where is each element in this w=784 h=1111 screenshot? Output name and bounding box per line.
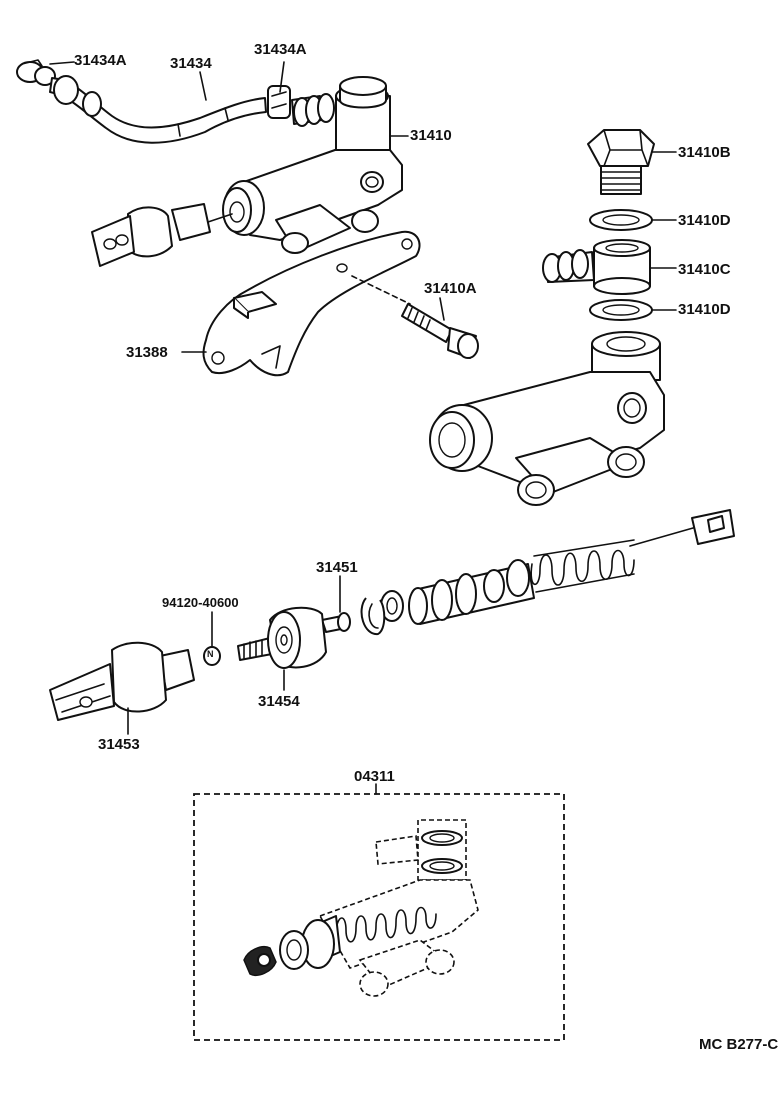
reservoir-hose	[49, 75, 267, 144]
spring-rod	[629, 509, 735, 547]
gasket-upper	[589, 209, 653, 231]
repair-kit-contents	[243, 819, 479, 997]
clevis	[49, 641, 195, 721]
nut-glyph: N	[207, 649, 214, 659]
snap-ring	[360, 590, 404, 636]
label-hose-clip-left: 31434A	[74, 52, 127, 69]
union-bolt	[587, 129, 655, 195]
piston	[408, 559, 535, 625]
drawing-code: MC B277-C	[699, 1036, 779, 1053]
label-push-rod-bolt: 31451	[316, 559, 358, 576]
label-gasket-upper: 31410D	[678, 212, 731, 229]
leader-lines	[49, 61, 677, 795]
label-hose: 31434	[170, 55, 212, 72]
label-boot: 31454	[258, 693, 300, 710]
nut	[203, 646, 221, 666]
reservoir-nipple	[291, 93, 335, 127]
label-bracket: 31388	[126, 344, 168, 361]
hose-clip-left	[16, 59, 56, 86]
push-rod-boot	[237, 606, 327, 669]
cylinder-body-large	[429, 331, 665, 506]
label-hose-clip-right: 31434A	[254, 41, 307, 58]
repair-kit-box	[193, 793, 565, 1041]
push-rod-bolt	[321, 612, 351, 633]
bracket	[202, 230, 421, 377]
label-master-cylinder: 31410	[410, 127, 452, 144]
label-union: 31410C	[678, 261, 731, 278]
master-cylinder-body	[237, 76, 403, 254]
label-repair-kit: 04311	[354, 768, 395, 785]
label-clevis: 31453	[98, 736, 140, 753]
gasket-lower	[589, 299, 653, 321]
bracket-bolt	[351, 275, 479, 359]
push-rod	[91, 203, 233, 267]
union-fitting	[542, 239, 651, 295]
spring	[530, 539, 635, 593]
label-nut: 94120-40600	[162, 595, 239, 610]
label-union-bolt: 31410B	[678, 144, 731, 161]
label-gasket-lower: 31410D	[678, 301, 731, 318]
label-bracket-bolt: 31410A	[424, 280, 477, 297]
hose-clip-right	[267, 85, 291, 119]
master-cylinder-boot	[222, 180, 265, 236]
